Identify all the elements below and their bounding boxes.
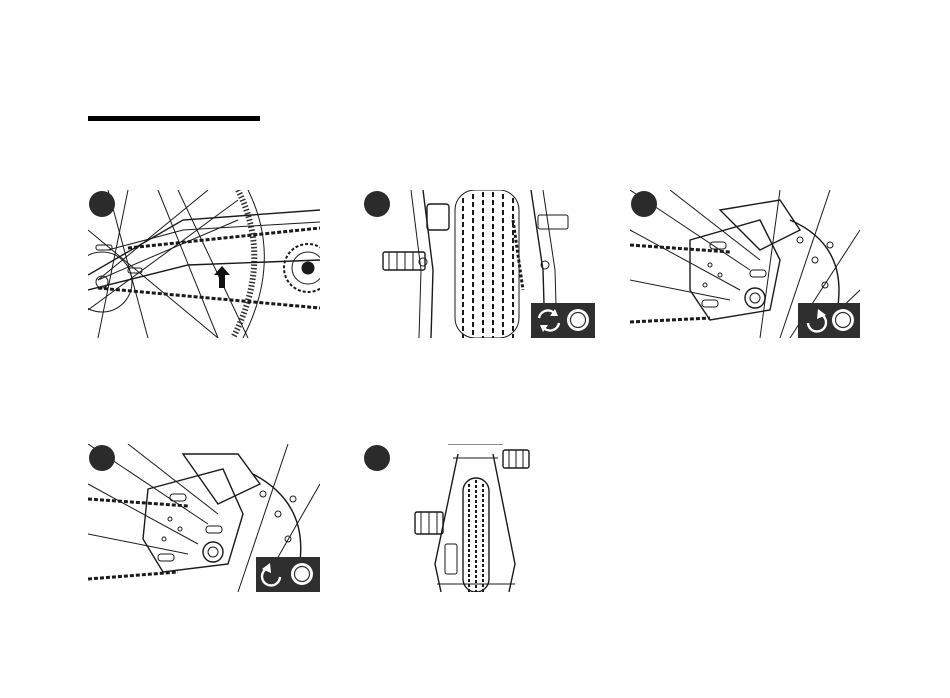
- bolt-head-icon: [291, 563, 313, 585]
- chainstay-chain-drawing: [88, 190, 320, 338]
- up-arrow-icon: [214, 266, 230, 288]
- step-3-tool-badge: [798, 303, 860, 338]
- rotate-clockwise-icon: [808, 314, 826, 331]
- step-4-illustration: [88, 444, 320, 592]
- step-5-illustration: [363, 444, 595, 592]
- step-1-badge: [89, 191, 115, 217]
- step-5-badge: [364, 445, 390, 471]
- bolt-head-icon: [567, 309, 589, 331]
- rotate-counterclockwise-icon: [262, 568, 280, 585]
- step-2-tool-badge: [531, 303, 595, 338]
- step-4-badge: [89, 445, 115, 471]
- section-title-underline: [88, 116, 260, 121]
- bike-rear-view-drawing: [363, 444, 595, 592]
- step-3-illustration: [630, 190, 860, 338]
- step-1-illustration: [88, 190, 320, 338]
- step-4-tool-badge: [256, 557, 320, 592]
- step-3-badge: [631, 191, 657, 217]
- step-2-badge: [364, 191, 390, 217]
- bolt-head-icon: [832, 309, 854, 331]
- step-2-illustration: [363, 190, 595, 338]
